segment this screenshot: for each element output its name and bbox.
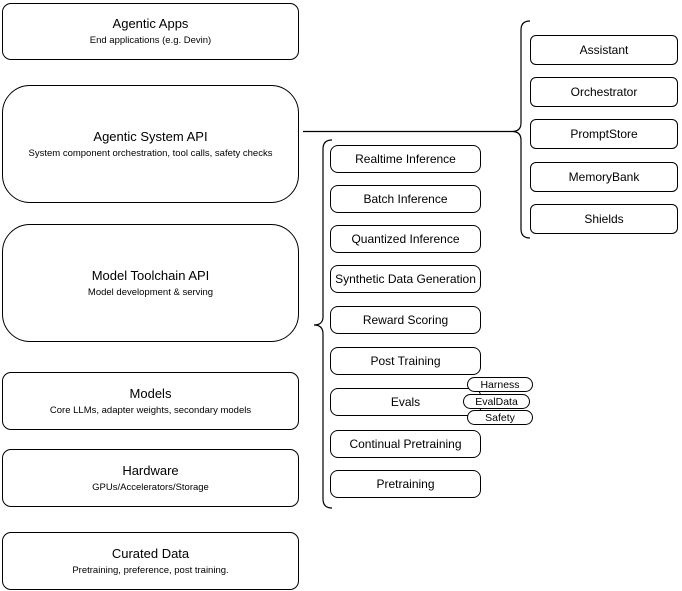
bracket-system-components [511, 20, 531, 239]
node-shields: Shields [530, 204, 678, 234]
node-post-training: Post Training [330, 347, 481, 375]
node-title: Hardware [122, 462, 179, 478]
node-subtitle: Model development & serving [87, 286, 214, 298]
node-title: Model Toolchain API [91, 267, 210, 283]
node-pretraining: Pretraining [330, 470, 481, 498]
node-reward-scoring: Reward Scoring [330, 306, 481, 334]
node-subtitle: Pretraining, preference, post training. [72, 564, 229, 576]
node-title: Agentic System API [93, 128, 208, 144]
node-subtitle: GPUs/Accelerators/Storage [92, 481, 209, 493]
node-subtitle: System component orchestration, tool cal… [28, 147, 273, 159]
node-models: Models Core LLMs, adapter weights, secon… [2, 372, 299, 430]
node-model-toolchain-api: Model Toolchain API Model development & … [2, 224, 299, 342]
node-agentic-apps: Agentic Apps End applications (e.g. Devi… [2, 3, 299, 60]
node-realtime-inference: Realtime Inference [330, 145, 481, 173]
node-title: Agentic Apps [112, 16, 189, 31]
node-continual-pretraining: Continual Pretraining [330, 430, 481, 458]
node-title: Curated Data [111, 545, 190, 561]
node-hardware: Hardware GPUs/Accelerators/Storage [2, 449, 299, 507]
node-agentic-system-api: Agentic System API System component orch… [2, 85, 299, 203]
node-quantized-inference: Quantized Inference [330, 225, 481, 253]
node-orchestrator: Orchestrator [530, 77, 678, 107]
node-subtitle: End applications (e.g. Devin) [89, 35, 212, 46]
node-subtitle: Core LLMs, adapter weights, secondary mo… [49, 404, 252, 416]
tag-harness: Harness [467, 377, 533, 392]
node-assistant: Assistant [530, 35, 678, 65]
node-curated-data: Curated Data Pretraining, preference, po… [2, 532, 299, 590]
tag-safety: Safety [467, 410, 533, 425]
node-evals: Evals [330, 388, 481, 416]
node-synthetic-data-generation: Synthetic Data Generation [330, 265, 481, 293]
node-memorybank: MemoryBank [530, 162, 678, 192]
node-promptstore: PromptStore [530, 119, 678, 149]
tag-evaldata: EvalData [463, 394, 530, 409]
node-batch-inference: Batch Inference [330, 185, 481, 213]
node-title: Models [129, 385, 172, 401]
